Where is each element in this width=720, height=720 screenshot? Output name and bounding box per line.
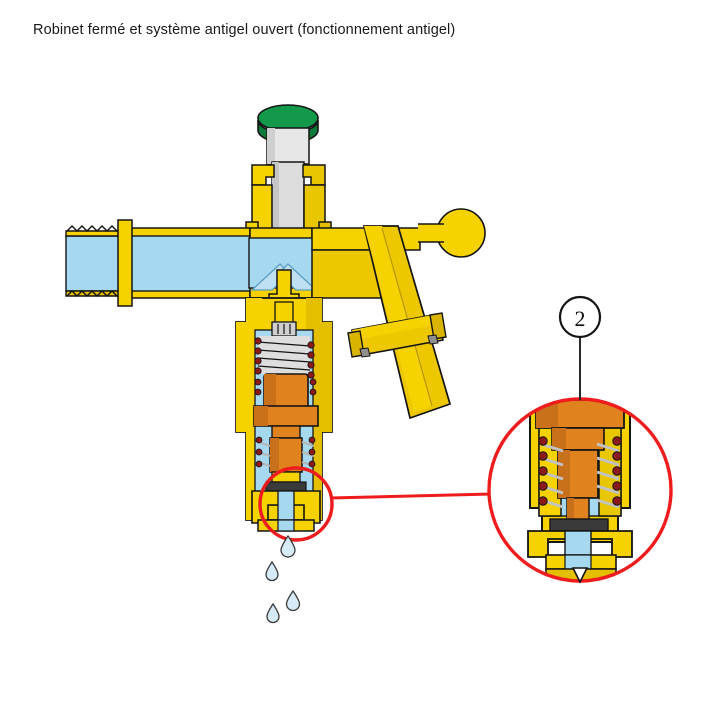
water-drop	[280, 534, 296, 558]
antifreeze-outlet-seat	[251, 471, 321, 532]
cap-top-ellipse	[257, 104, 319, 132]
lower-piston-stem	[269, 425, 303, 473]
outlet-arrow-marker	[571, 567, 589, 584]
water-drop	[285, 589, 301, 612]
lever-ball-end[interactable]	[436, 208, 486, 258]
highlight-circle-small	[258, 466, 334, 542]
detail-seal-washer	[549, 518, 609, 532]
lower-spring	[255, 436, 316, 468]
spring-coil-dots-right	[307, 341, 315, 379]
callout-bubble	[558, 295, 602, 339]
figure-title: Robinet fermé et système antigel ouvert …	[33, 22, 456, 38]
detail-spring-right	[596, 436, 622, 509]
inlet-water-channel	[65, 235, 253, 292]
water-drop	[265, 560, 279, 582]
detail-connector-line	[329, 492, 493, 500]
detail-antifreeze-valve	[487, 397, 673, 584]
main-valve-assembly	[65, 104, 486, 624]
central-chamber	[248, 237, 318, 305]
water-drop	[266, 602, 280, 624]
callout-number-label: 2	[575, 306, 586, 331]
cartridge-upper-stem	[271, 301, 297, 337]
water-drip-group	[265, 534, 301, 624]
detail-spring-left	[538, 436, 564, 509]
main-spring	[254, 336, 315, 379]
lever-handle[interactable]	[347, 225, 452, 420]
spring-coil-dots-left	[254, 337, 262, 375]
callout-2: 2	[558, 295, 602, 400]
outlet-seal-washer	[265, 481, 307, 492]
main-piston	[253, 373, 319, 427]
